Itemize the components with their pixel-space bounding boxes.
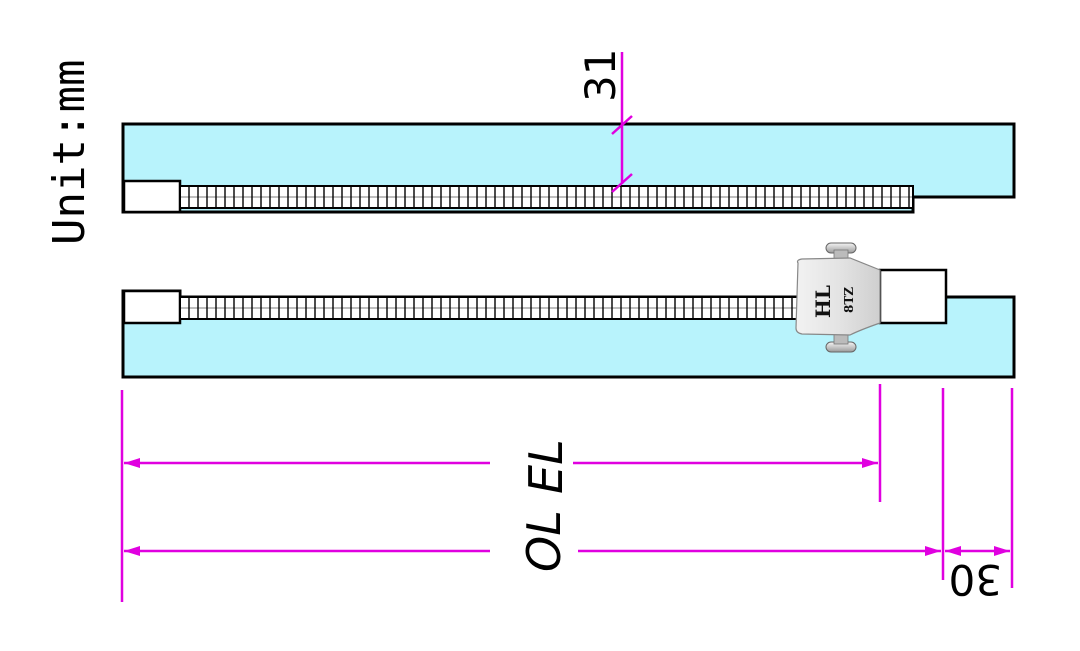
slider-brand: HL [811,285,835,318]
dimension-label-ol: OL [517,510,571,572]
dimension-label-30: 30 [949,555,1002,604]
upper-teeth [180,186,913,208]
dimension-label-el: EL [519,439,573,494]
lower-tape: HL 8TZ [121,242,1016,379]
dimension-arrows [124,458,1010,556]
unit-label: Unit:mm [44,60,95,245]
dimension-label-31: 31 [576,49,625,102]
upper-top-stop [122,179,182,214]
slider-body [795,257,881,336]
lower-teeth [180,297,800,319]
dimension-lines [120,52,1014,602]
lower-top-stop [122,289,182,325]
slider-model: 8TZ [842,287,856,313]
upper-tape [121,122,1016,214]
slider: HL 8TZ [795,242,881,353]
retainer-box [878,268,948,325]
